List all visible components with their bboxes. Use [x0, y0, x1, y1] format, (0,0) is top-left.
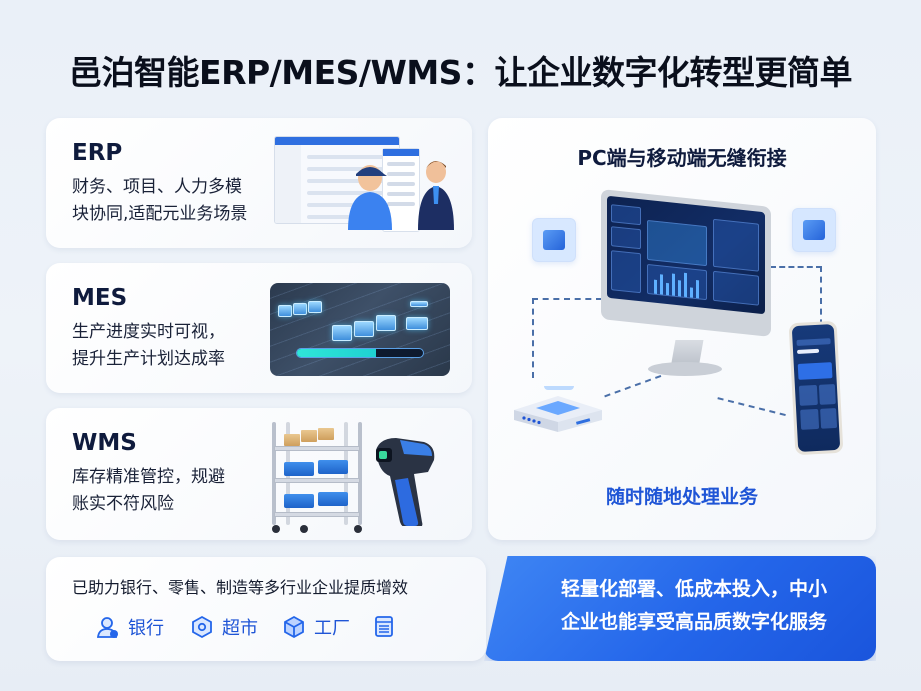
monitor-base	[648, 362, 722, 376]
erp-panel-icon	[382, 148, 420, 232]
page-title: 邑泊智能ERP/MES/WMS：让企业数字化转型更简单	[69, 53, 852, 92]
erp-heading: ERP	[72, 140, 123, 166]
value-proposition-text: 轻量化部署、低成本投入，中小 企业也能享受高品质数字化服务	[560, 578, 827, 633]
mes-factory-illustration	[270, 283, 450, 376]
person-icon	[348, 165, 392, 230]
smartphone-icon	[788, 320, 844, 456]
erp-card: ERP 财务、项目、人力多模 块协同,适配元业务场景	[46, 118, 472, 248]
multi-device-footer: 随时随地处理业务	[605, 486, 758, 508]
warehouse-shelf-icon	[272, 418, 362, 533]
wms-description: 库存精准管控，规避 账实不符风险	[72, 467, 225, 514]
value-proposition-banner: 轻量化部署、低成本投入，中小 企业也能享受高品质数字化服务	[484, 556, 876, 661]
industries-card: 已助力银行、零售、制造等多行业企业提质增效 银行 超市 工厂	[46, 557, 486, 661]
production-progress-bar	[296, 348, 424, 358]
user-icon	[96, 617, 118, 638]
industry-bank: 银行	[96, 614, 164, 640]
industries-summary: 已助力银行、零售、制造等多行业企业提质增效	[72, 578, 409, 597]
mes-card: MES 生产进度实时可视， 提升生产计划达成率	[46, 263, 472, 393]
cube-icon	[284, 615, 304, 639]
desktop-monitor-icon	[601, 189, 771, 337]
hexagon-icon	[192, 615, 212, 639]
multi-device-heading: PC端与移动端无缝衔接	[577, 146, 787, 170]
person-icon	[418, 161, 454, 230]
mes-heading: MES	[72, 285, 128, 311]
erp-description: 财务、项目、人力多模 块协同,适配元业务场景	[72, 177, 248, 224]
multi-device-card: PC端与移动端无缝衔接	[488, 118, 876, 540]
wms-card: WMS 库存精准管控，规避 账实不符风险	[46, 408, 472, 540]
document-icon	[375, 616, 393, 637]
box-icon	[792, 208, 836, 252]
industry-supermarket: 超市	[190, 614, 258, 640]
folder-icon	[532, 218, 576, 262]
industry-factory: 工厂	[282, 614, 350, 640]
mes-description: 生产进度实时可视， 提升生产计划达成率	[72, 322, 225, 369]
industry-more	[372, 614, 404, 638]
dashboard-screen	[607, 195, 765, 315]
router-device-icon	[514, 386, 602, 432]
wms-heading: WMS	[72, 430, 137, 456]
barcode-scanner-icon	[376, 438, 435, 526]
